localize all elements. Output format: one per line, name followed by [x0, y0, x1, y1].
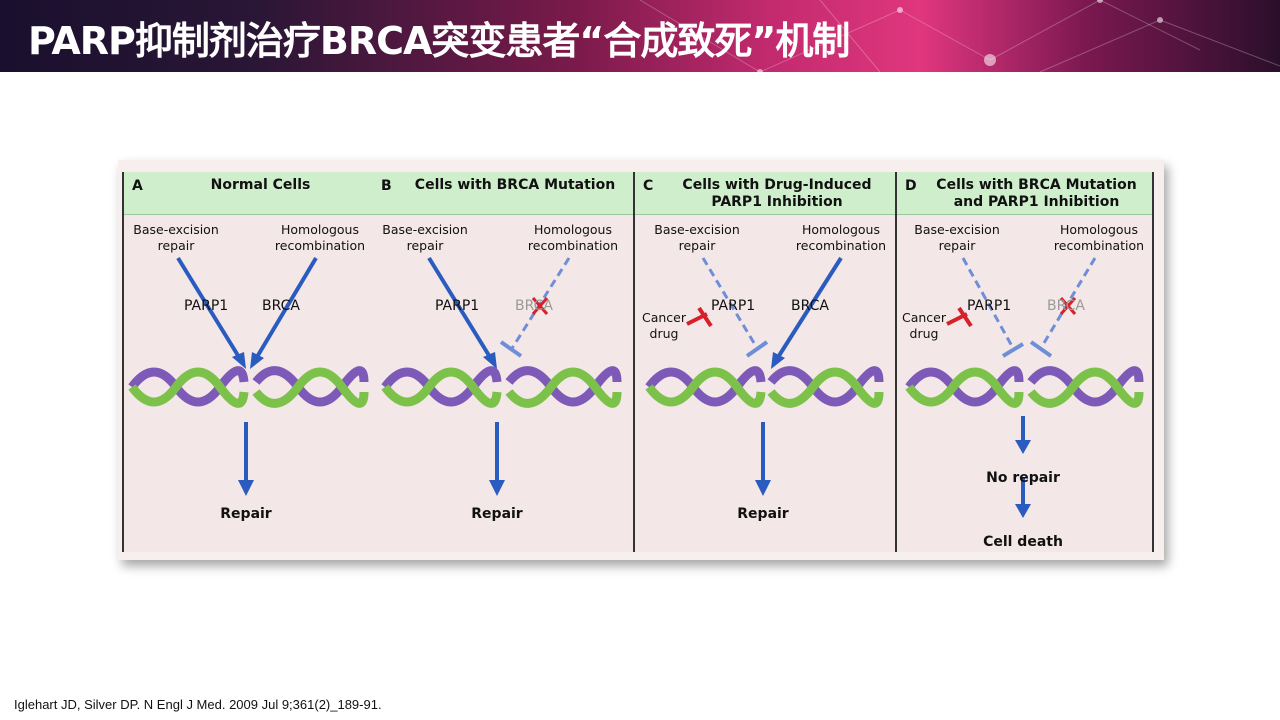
parp1-label: PARP1 [184, 298, 229, 314]
panel-a-header: A Normal Cells [124, 172, 373, 215]
hr-block-bar [1029, 340, 1053, 358]
dna-helix [905, 366, 1144, 408]
parp1-label: PARP1 [435, 298, 480, 314]
brca-label: BRCA [791, 298, 829, 314]
ber-blocked-line [961, 257, 1015, 349]
brca-label: BRCA [1047, 298, 1085, 314]
panel-c-letter: C [643, 178, 654, 194]
panel-b-title: Cells with BRCA Mutation [414, 177, 616, 193]
panel-b-header: B Cells with BRCA Mutation [373, 172, 633, 215]
hr-blocked-line [1039, 257, 1097, 349]
dna-helix [128, 366, 369, 408]
ber-arrow [176, 256, 244, 364]
panel-d-letter: D [905, 178, 917, 194]
panel-b-art [381, 256, 622, 496]
parp1-label: PARP1 [711, 298, 756, 314]
panel-c-title: Cells with Drug-Induced PARP1 Inhibition [682, 177, 872, 210]
inhibit-icon [686, 306, 713, 328]
outcome-label: Repair [471, 506, 523, 522]
panel-c-art [645, 256, 884, 496]
hr-arrow [773, 256, 843, 364]
cell-death-label: Cell death [983, 534, 1063, 550]
hr-arrow [252, 256, 318, 364]
panel-b: B Cells with BRCA Mutation Base-excision… [373, 172, 635, 552]
ber-block-bar [1001, 342, 1025, 358]
header-banner: PARP抑制剂治疗BRCA突变患者“合成致死”机制 [0, 0, 1280, 72]
inhibit-icon [946, 306, 973, 328]
no-repair-label: No repair [986, 470, 1060, 486]
citation: Iglehart JD, Silver DP. N Engl J Med. 20… [14, 697, 382, 712]
network-decoration [639, 0, 1280, 72]
slide-title: PARP抑制剂治疗BRCA突变患者“合成致死”机制 [28, 19, 850, 63]
outcome-label: Repair [737, 506, 789, 522]
panel-c: C Cells with Drug-Induced PARP1 Inhibiti… [635, 172, 897, 552]
dna-helix [381, 366, 622, 408]
ber-arrow [427, 256, 495, 364]
mutation-x-icon [531, 297, 549, 315]
panel-d: D Cells with BRCA Mutation and PARP1 Inh… [897, 172, 1154, 552]
panel-c-header: C Cells with Drug-Induced PARP1 Inhibiti… [635, 172, 895, 215]
panel-d-art [905, 257, 1144, 518]
dna-helix [645, 366, 884, 408]
hr-block-bar [499, 340, 523, 358]
panel-a-art [128, 256, 369, 496]
outcome-label: Repair [220, 506, 272, 522]
panel-a-letter: A [132, 178, 143, 194]
panel-d-title: Cells with BRCA Mutation and PARP1 Inhib… [936, 177, 1137, 210]
brca-label: BRCA [515, 298, 553, 314]
mutation-x-icon [1059, 297, 1077, 315]
brca-label: BRCA [262, 298, 300, 314]
panel-a-title: Normal Cells [210, 177, 311, 193]
ber-blocked-line [701, 257, 759, 349]
panel-b-letter: B [381, 178, 392, 194]
ber-block-bar [745, 340, 769, 358]
panel-d-header: D Cells with BRCA Mutation and PARP1 Inh… [897, 172, 1152, 215]
parp1-label: PARP1 [967, 298, 1012, 314]
